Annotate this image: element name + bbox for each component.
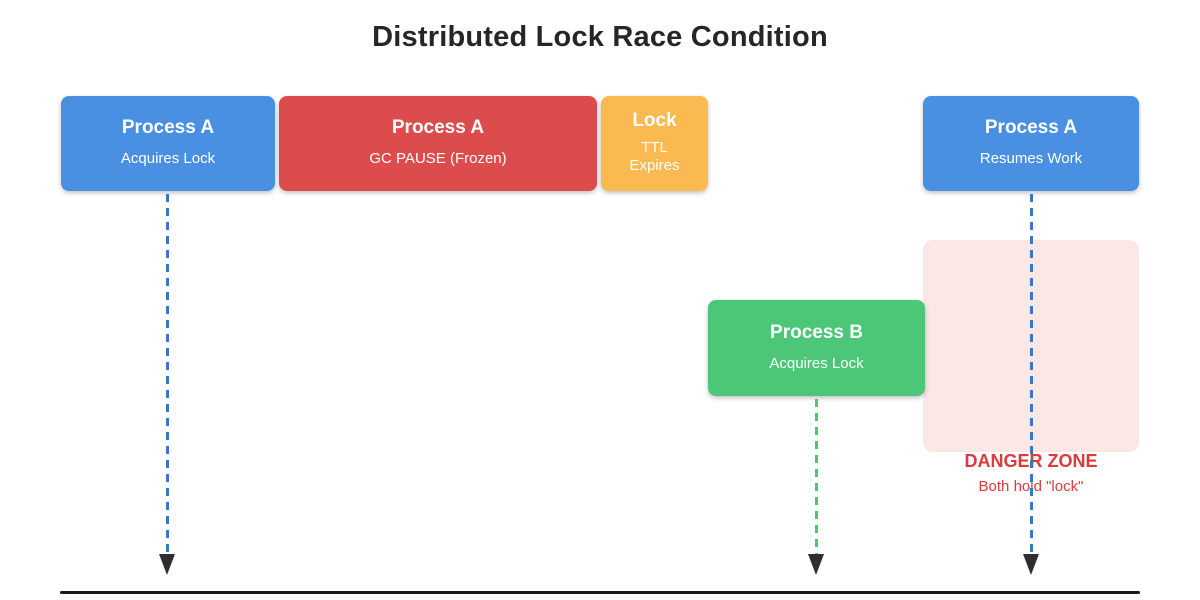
node-subtitle: Acquires Lock bbox=[769, 354, 864, 372]
dashed-line-process-a-resume-timeline bbox=[1030, 194, 1033, 554]
dashed-line-process-a-timeline bbox=[166, 194, 169, 554]
node-lock-ttl-expires: Lock TTL Expires bbox=[601, 96, 708, 191]
arrowhead-icon bbox=[1023, 554, 1039, 575]
page-title: Distributed Lock Race Condition bbox=[372, 21, 828, 53]
node-process-b-acquires-lock: Process B Acquires Lock bbox=[708, 300, 925, 396]
node-process-a-gc-pause: Process A GC PAUSE (Frozen) bbox=[279, 96, 597, 191]
node-subtitle: Resumes Work bbox=[979, 150, 1083, 168]
node-subtitle: GC PAUSE (Frozen) bbox=[369, 150, 507, 168]
node-process-a-resumes-work: Process A Resumes Work bbox=[923, 96, 1139, 191]
node-title: Process A bbox=[121, 117, 215, 139]
arrowhead-icon bbox=[808, 554, 824, 575]
node-subtitle: TTL Expires bbox=[629, 138, 680, 175]
node-title: Process A bbox=[984, 117, 1078, 139]
dashed-line-process-b-timeline bbox=[815, 399, 818, 554]
arrowhead-icon bbox=[159, 554, 175, 575]
node-process-a-acquires-lock: Process A Acquires Lock bbox=[61, 96, 275, 191]
node-subtitle: Acquires Lock bbox=[120, 150, 216, 168]
timeline-axis bbox=[60, 591, 1140, 594]
node-title: Lock bbox=[632, 109, 677, 131]
node-title: Process A bbox=[391, 117, 485, 139]
node-title: Process B bbox=[770, 321, 863, 343]
